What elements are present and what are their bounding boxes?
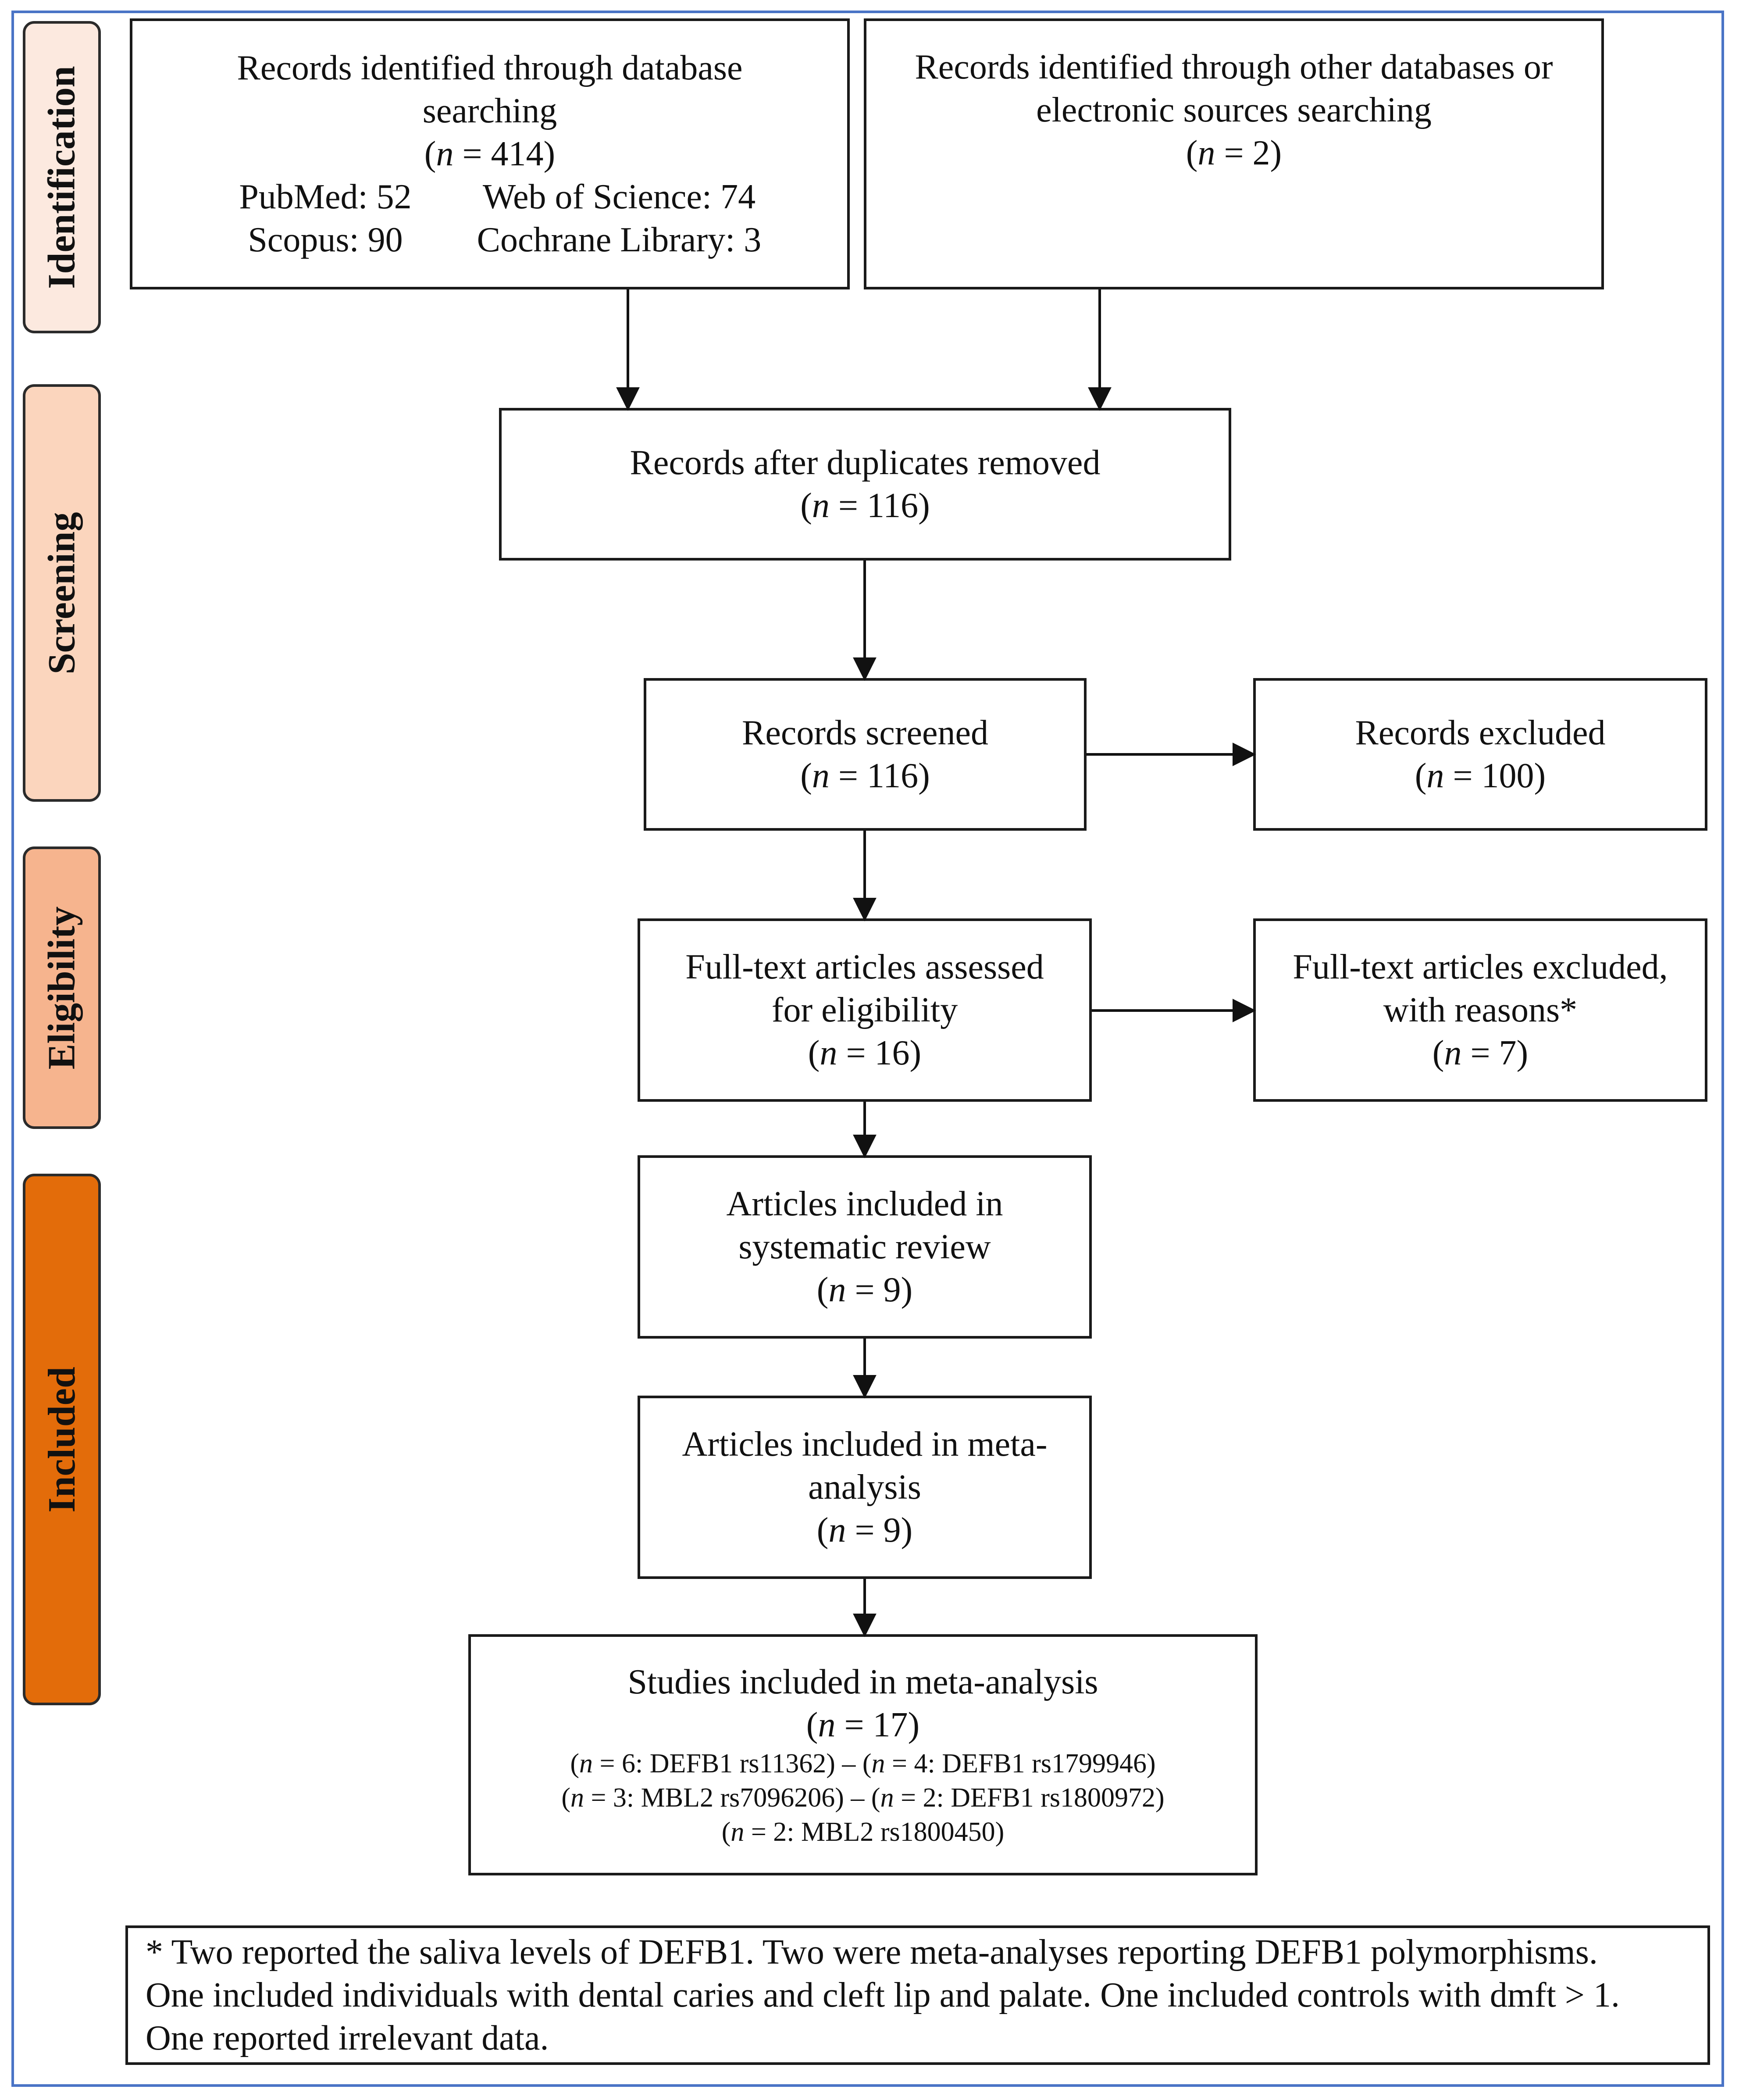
box-systematic-review: Articles included in systematic review (… [638, 1155, 1092, 1339]
meta-analysis-detail-1: (n = 6: DEFB1 rs11362) – (n = 4: DEFB1 r… [570, 1749, 1156, 1779]
fulltext-assessed-line-2: for eligibility [771, 991, 958, 1029]
arrowhead-screened-to-excluded [1233, 743, 1256, 766]
arrowhead-fulltext-to-excluded [1233, 999, 1256, 1022]
fulltext-excluded-line-2: with reasons* [1383, 991, 1578, 1029]
phase-eligibility: Eligibility [23, 846, 101, 1129]
footnote-line-2: One included individuals with dental car… [146, 1976, 1620, 2014]
phase-identification: Identification [23, 21, 101, 333]
box-meta-analysis-articles: Articles included in meta- analysis (n =… [638, 1396, 1092, 1579]
source-cochrane: Cochrane Library: 3 [477, 221, 762, 259]
footnote-box: * Two reported the saliva levels of DEFB… [125, 1925, 1710, 2065]
meta-analysis-studies-count: (n = 17) [806, 1706, 920, 1744]
source-scopus: Scopus: 90 [248, 221, 403, 259]
arrowhead-screened-to-fulltext [853, 898, 877, 921]
arrowhead-other-to-duplicates [1088, 387, 1112, 411]
fulltext-excluded-line-1: Full-text articles excluded, [1293, 948, 1668, 986]
meta-analysis-detail-3: (n = 2: MBL2 rs1800450) [721, 1817, 1005, 1847]
records-excluded-line-1: Records excluded [1355, 714, 1606, 752]
phase-screening: Screening [23, 384, 101, 802]
footnote-line-3: One reported irrelevant data. [146, 2019, 549, 2057]
footnote-line-1: * Two reported the saliva levels of DEFB… [146, 1933, 1598, 1971]
other-sources-line-1: Records identified through other databas… [915, 48, 1553, 86]
fulltext-assessed-line-1: Full-text articles assessed [685, 948, 1044, 986]
fulltext-assessed-count: (n = 16) [808, 1034, 922, 1072]
source-web-of-science: Web of Science: 74 [482, 178, 756, 216]
other-sources-line-2: electronic sources searching [1036, 91, 1432, 129]
arrowhead-database-to-duplicates [616, 387, 640, 411]
source-pubmed: PubMed: 52 [239, 178, 412, 216]
phase-included: Included [23, 1174, 101, 1705]
box-duplicates-removed: Records after duplicates removed (n = 11… [499, 408, 1231, 561]
meta-analysis-articles-count: (n = 9) [816, 1511, 913, 1550]
meta-analysis-articles-line-2: analysis [808, 1468, 921, 1507]
database-search-line-2: searching [422, 92, 557, 130]
fulltext-excluded-count: (n = 7) [1432, 1034, 1529, 1072]
box-other-sources: Records identified through other databas… [864, 18, 1604, 289]
database-sources-grid: PubMed: 52 Web of Science: 74 Scopus: 90… [203, 175, 777, 261]
box-fulltext-excluded: Full-text articles excluded, with reason… [1253, 918, 1707, 1102]
other-sources-count: (n = 2) [1186, 134, 1282, 172]
arrowhead-review-to-meta-articles [853, 1375, 877, 1399]
records-screened-line-1: Records screened [742, 714, 988, 752]
box-fulltext-assessed: Full-text articles assessed for eligibil… [638, 918, 1092, 1102]
systematic-review-line-1: Articles included in [726, 1185, 1003, 1223]
box-records-excluded: Records excluded (n = 100) [1253, 678, 1707, 831]
database-search-count: (n = 414) [424, 135, 556, 173]
arrowhead-meta-articles-to-studies [853, 1614, 877, 1637]
records-excluded-count: (n = 100) [1415, 757, 1546, 795]
box-meta-analysis-studies: Studies included in meta-analysis (n = 1… [468, 1634, 1258, 1875]
arrowhead-fulltext-to-review [853, 1135, 877, 1158]
systematic-review-line-2: systematic review [738, 1228, 991, 1266]
box-database-search: Records identified through database sear… [130, 18, 850, 289]
arrowhead-duplicates-to-screened [853, 657, 877, 681]
diagram-frame [11, 11, 1724, 2087]
database-search-line-1: Records identified through database [237, 49, 743, 87]
meta-analysis-articles-line-1: Articles included in meta- [682, 1425, 1048, 1464]
meta-analysis-detail-2: (n = 3: MBL2 rs7096206) – (n = 2: DEFB1 … [561, 1783, 1165, 1813]
records-screened-count: (n = 116) [800, 757, 930, 795]
duplicates-removed-line-1: Records after duplicates removed [630, 443, 1101, 482]
systematic-review-count: (n = 9) [816, 1271, 913, 1309]
duplicates-removed-count: (n = 116) [800, 486, 930, 525]
meta-analysis-studies-line-1: Studies included in meta-analysis [627, 1663, 1098, 1701]
